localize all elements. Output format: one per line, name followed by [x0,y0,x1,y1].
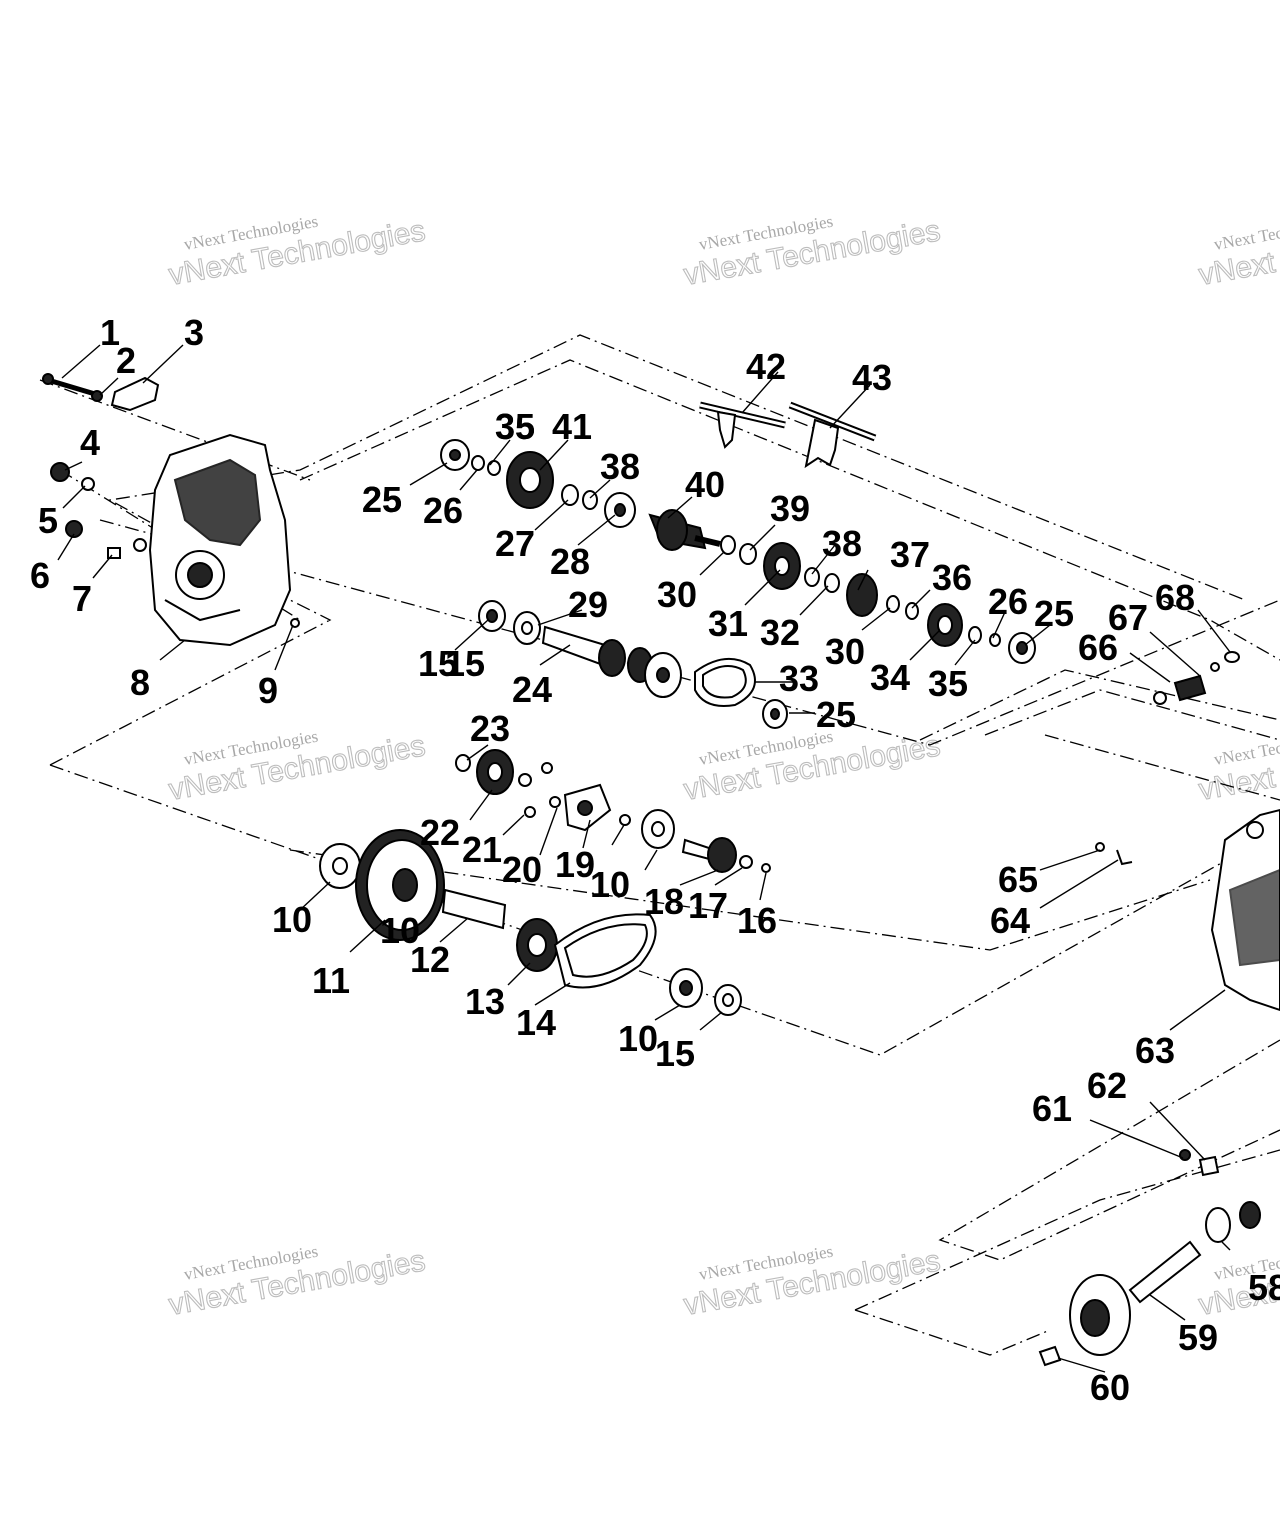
callout-26: 26 [988,581,1028,622]
callout-61: 61 [1032,1088,1072,1129]
callout-16: 16 [737,900,777,941]
callout-25: 25 [362,479,402,520]
callout-10: 10 [272,899,312,940]
callout-1: 1 [100,312,120,353]
right-housing [1210,808,1280,1012]
callout-40: 40 [685,464,725,505]
callout-9: 9 [258,670,278,711]
callout-33: 33 [779,658,819,699]
callout-13: 13 [465,981,505,1022]
shift-forks [699,401,877,469]
callout-38: 38 [600,446,640,487]
callout-2: 2 [116,340,136,381]
callout-30: 30 [657,574,697,615]
callout-4: 4 [80,422,100,463]
callout-17: 17 [688,885,728,926]
callout-6: 6 [30,555,50,596]
callout-34: 34 [870,657,910,698]
callout-62: 62 [1087,1065,1127,1106]
callout-25: 25 [362,479,402,520]
callout-32: 32 [760,612,800,653]
callout-31: 31 [708,603,748,644]
callout-68: 68 [1155,577,1195,618]
callout-3: 3 [184,312,204,353]
callout-37: 37 [890,534,930,575]
callout-43: 43 [852,357,892,398]
callout-15: 15 [445,643,485,684]
callout-25: 25 [1034,593,1074,634]
callout-35: 35 [928,663,968,704]
callout-58: 58 [1248,1267,1280,1308]
callout-12: 12 [410,939,450,980]
callout-59: 59 [1178,1317,1218,1358]
callout-36: 36 [932,557,972,598]
callout-7: 7 [72,578,92,619]
callout-67: 67 [1108,597,1148,638]
callout-42: 42 [746,346,786,387]
callout-60: 60 [1090,1367,1130,1408]
lower-shaft-assembly [319,749,771,1016]
callout-41: 41 [552,406,592,447]
leader-lines [57,344,1231,1373]
left-housing [133,433,292,647]
callout-5: 5 [38,500,58,541]
callout-26: 26 [423,490,463,531]
callout-22: 22 [420,812,460,853]
callout-65: 65 [998,859,1038,900]
callout-30: 30 [825,631,865,672]
callout-64: 64 [990,900,1030,941]
callout-63: 63 [1135,1030,1175,1071]
callout-35: 35 [495,406,535,447]
callout-29: 29 [568,584,608,625]
callout-66: 66 [1078,627,1118,668]
callout-19: 19 [555,844,595,885]
callout-18: 18 [644,881,684,922]
callout-15: 15 [655,1033,695,1074]
callout-24: 24 [512,669,552,710]
callout-10: 10 [590,864,630,905]
small-hardware [42,373,300,628]
callout-28: 28 [550,541,590,582]
callout-11: 11 [312,960,350,1001]
callout-8: 8 [130,662,150,703]
callout-14: 14 [516,1002,556,1043]
watermarks: vNext Technologies vNext Technologies vN… [166,212,1280,1323]
callout-10: 10 [380,910,420,951]
callout-38: 38 [822,523,862,564]
callout-35: 35 [495,406,535,447]
callout-20: 20 [502,849,542,890]
callout-23: 23 [470,708,510,749]
callout-25: 25 [816,694,856,735]
callout-15: 15 [418,643,458,684]
right-small-parts [1038,651,1261,1367]
middle-shaft [478,600,788,729]
callout-21: 21 [462,829,502,870]
callout-27: 27 [495,523,535,564]
callout-39: 39 [770,488,810,529]
callout-10: 10 [618,1018,658,1059]
